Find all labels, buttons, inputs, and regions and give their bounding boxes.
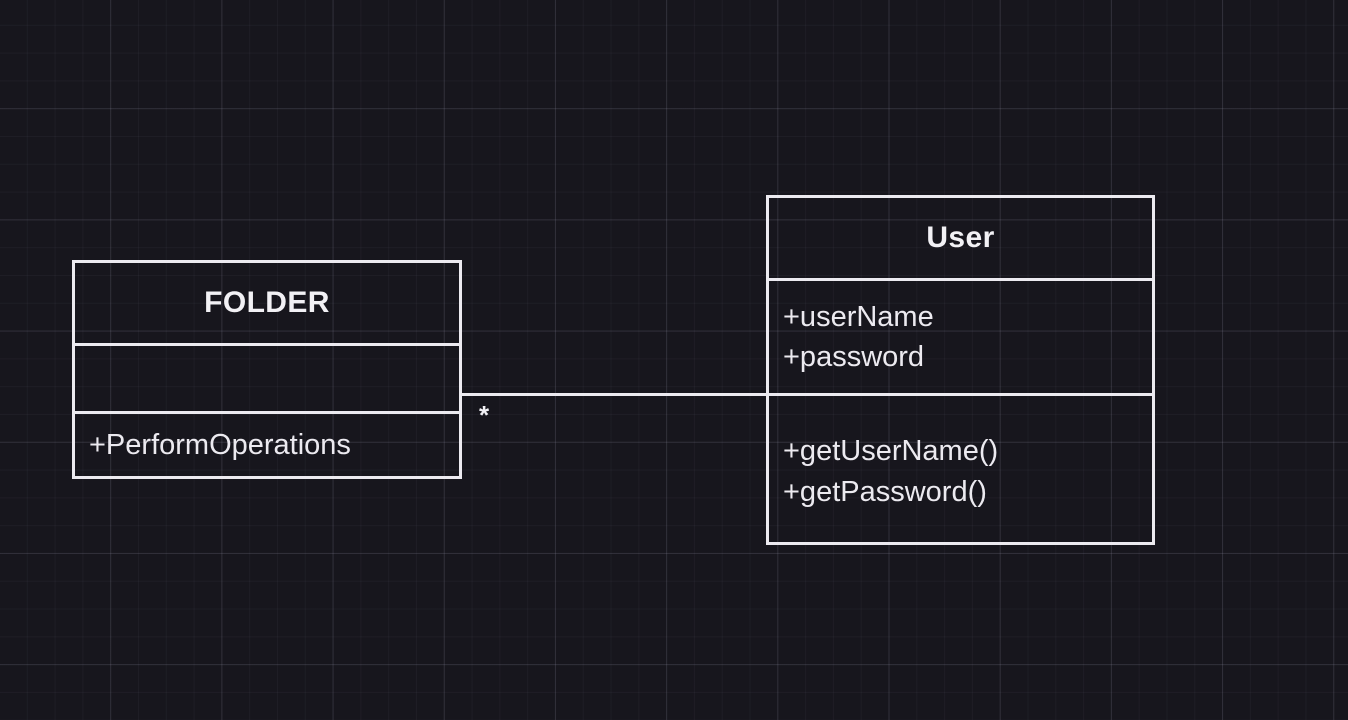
uml-method: +getUserName()	[783, 435, 999, 467]
uml-attribute: +userName	[783, 301, 934, 333]
uml-class-name-folder: FOLDER	[204, 286, 330, 319]
association-connector-line[interactable]	[460, 393, 768, 396]
uml-attributes-compartment-folder	[75, 343, 459, 411]
uml-methods-compartment-folder: +PerformOperations	[75, 411, 459, 476]
uml-attributes-compartment-user: +userName +password	[769, 278, 1152, 393]
uml-class-folder[interactable]: FOLDER +PerformOperations	[72, 260, 462, 479]
uml-method: +PerformOperations	[89, 428, 351, 461]
uml-class-user[interactable]: User +userName +password +getUserName() …	[766, 195, 1155, 545]
uml-class-name-user: User	[926, 221, 995, 254]
uml-methods-compartment-user: +getUserName() +getPassword()	[769, 393, 1152, 542]
uml-attribute: +password	[783, 341, 925, 373]
uml-method: +getPassword()	[783, 476, 987, 508]
multiplicity-label-source: *	[479, 400, 490, 430]
